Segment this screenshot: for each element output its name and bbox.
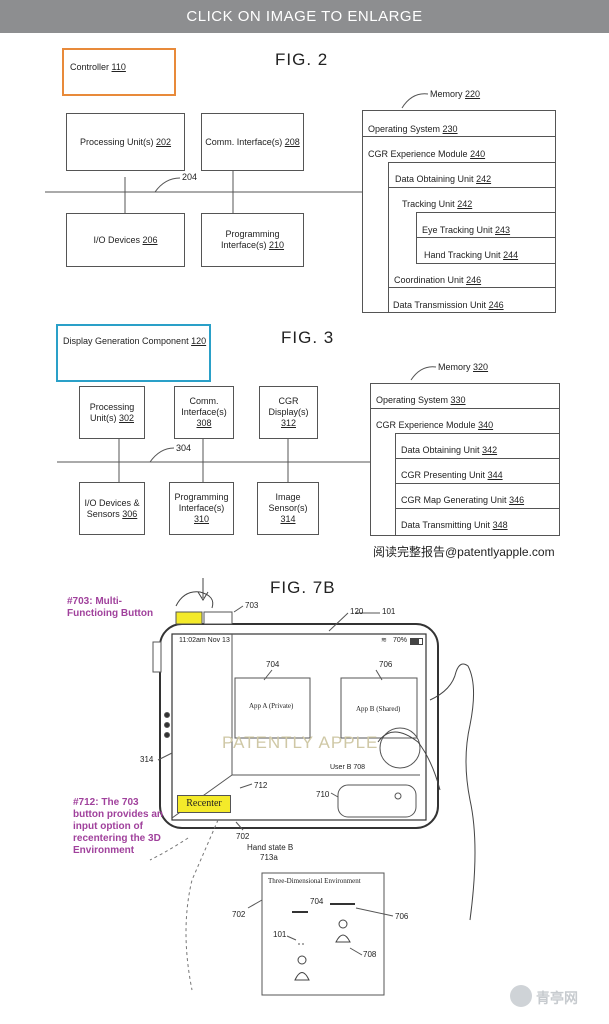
ref-120: 120 [350,607,364,616]
memory-row-tracking: Tracking Unit 242 [402,199,473,209]
note-703: #703: Multi-Functioing Button [67,596,154,619]
logo-text: 青亭网 [536,990,578,1006]
programming-interface-ref: 210 [269,240,285,250]
io-devices-ref: 206 [142,234,158,245]
memory-label: Memory 220 [430,89,481,99]
bus-ref: 204 [182,172,198,182]
env-title: Three-Dimensional Environment [268,877,361,885]
ref-710: 710 [316,790,330,799]
fig3-processing-box: Processing Unit(s) 302 [79,386,145,439]
app-a-label[interactable]: App A (Private) [249,702,294,710]
processing-unit-label: Processing Unit(s) [79,136,154,147]
memory-row-hand: Hand Tracking Unit 244 [424,250,519,260]
fig3-comm-box: Comm. Interface(s)308 [174,386,234,439]
enlarge-banner[interactable]: CLICK ON IMAGE TO ENLARGE [0,0,609,33]
display-generation-box: Display Generation Component 120 [56,324,211,382]
memory-row-cgr: CGR Experience Module 240 [368,149,486,159]
app-b-label[interactable]: App B (Shared) [356,705,401,713]
fig3-memory-label: Memory 320 [438,362,489,372]
fig3-row-presenting: CGR Presenting Unit 344 [401,470,503,480]
fig3-cgr-module-box [395,433,559,535]
memory-row-coordination: Coordination Unit 246 [394,275,482,285]
fig2-title: FIG. 2 [275,50,329,69]
env-ref-706: 706 [395,912,409,921]
ref-706: 706 [379,660,393,669]
battery-icon [410,638,423,645]
controller-box: Controller 110 [62,48,176,96]
env-ref-708: 708 [363,950,377,959]
fig3-row-os: Operating System 330 [376,395,466,405]
ref-704: 704 [266,660,280,669]
comm-interface-ref: 208 [284,136,300,147]
note-712: #712: The 703 button provides an input o… [73,797,163,856]
controller-label: Controller [70,62,110,72]
env-ref-702: 702 [232,910,246,919]
fig7b-title: FIG. 7B [270,578,336,597]
memory-row-data-obtaining: Data Obtaining Unit 242 [395,174,492,184]
recenter-button[interactable]: Recenter [177,795,231,813]
fig3-bus-ref: 304 [176,443,192,453]
dgc-label: Display Generation Component [63,336,189,346]
tracking-unit-box [416,212,555,264]
status-time: 11:02am Nov 13 [179,637,230,644]
fig3-title: FIG. 3 [281,328,335,347]
fig3-row-map: CGR Map Generating Unit 346 [401,495,525,505]
controller-ref: 110 [111,62,126,72]
memory-row-data-transmission: Data Transmission Unit 246 [393,300,504,310]
memory-row-eye: Eye Tracking Unit 243 [422,225,511,235]
fig3-cgr-display-box: CGR Display(s)312 [259,386,318,439]
fig3-row-data-obtaining: Data Obtaining Unit 342 [401,445,498,455]
logo-icon [510,985,532,1007]
ref-314: 314 [140,755,154,764]
dgc-ref: 120 [191,336,207,346]
ref-101: 101 [382,607,396,616]
memory-row-os: Operating System 230 [368,124,458,134]
fig3-row-transmitting: Data Transmitting Unit 348 [401,520,508,530]
env-ref-704: 704 [310,897,324,906]
processing-unit-box: Processing Unit(s) 202 [66,113,185,171]
comm-interface-label: Comm. Interface(s) [205,136,283,147]
io-devices-box: I/O Devices 206 [66,213,185,267]
watermark: PATENTLY APPLE [222,733,379,752]
fig3-row-cgr: CGR Experience Module 340 [376,420,494,430]
fig3-programming-box: Programming Interface(s) 310 [169,482,234,535]
programming-interface-box: Programming Interface(s) 210 [201,213,304,267]
ref-703: 703 [245,601,259,610]
fig3-io-box: I/O Devices & Sensors 306 [79,482,145,535]
hand-state-ref: 713a [260,853,278,862]
credit-text: 阅读完整报告@patentlyapple.com [373,545,555,559]
wifi-icon: ≋ [381,637,387,644]
user-b-label: User B 708 [330,764,366,771]
env-ref-101: 101 [273,930,287,939]
ref-702: 702 [236,832,250,841]
io-devices-label: I/O Devices [93,234,140,245]
hand-state-label: Hand state B [247,843,294,852]
ref-712: 712 [254,781,268,790]
battery-percent: 70% [393,637,408,644]
programming-interface-label: Programming Interface(s) [220,229,280,250]
comm-interface-box: Comm. Interface(s) 208 [201,113,304,171]
fig3-image-sensor-box: Image Sensor(s) 314 [257,482,319,535]
processing-unit-ref: 202 [156,136,172,147]
